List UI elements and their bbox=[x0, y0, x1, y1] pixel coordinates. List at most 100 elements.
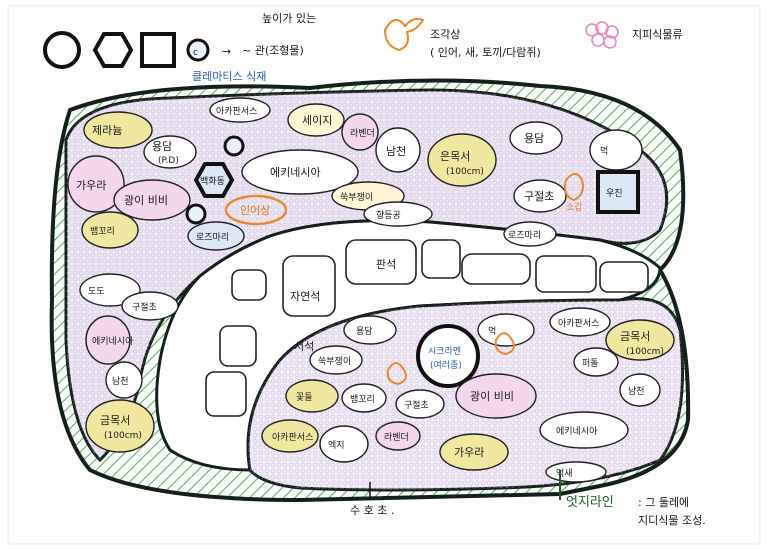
label-mugwort-lower: 쑥부쟁이 bbox=[318, 356, 351, 367]
circle-feature-icon bbox=[416, 324, 480, 388]
bird-sculpture-icon bbox=[494, 332, 515, 356]
plant-oval bbox=[477, 313, 535, 347]
label-ujin: 우진 bbox=[606, 188, 623, 199]
label-seoseok: 서석 bbox=[294, 340, 314, 353]
label-akaba-bottom: 아카판서스 bbox=[272, 432, 313, 443]
legend-height-note: 높이가 있는 bbox=[262, 12, 316, 25]
label-dodo: 도도 bbox=[88, 287, 105, 297]
footer-text-1: : 그 둘레에 bbox=[638, 496, 689, 509]
plant-oval bbox=[503, 221, 557, 247]
label-meok: 먹 bbox=[600, 146, 608, 157]
label-rosemary-left: 로즈마리 bbox=[196, 232, 229, 243]
bird-sculpture-icon bbox=[386, 362, 407, 386]
plant-oval bbox=[319, 425, 369, 463]
plant-oval bbox=[309, 345, 363, 375]
label-hyangdeung: 향등공 bbox=[376, 209, 401, 221]
plant-oval bbox=[549, 307, 611, 337]
label-nacheon-left: 남천 bbox=[112, 376, 129, 387]
plant-oval bbox=[83, 111, 153, 149]
clematis-symbol-letter: c bbox=[193, 48, 198, 58]
stepping-stone bbox=[231, 269, 267, 301]
plant-oval bbox=[513, 179, 567, 213]
label-geummokseo-lower: 금목서 bbox=[620, 330, 650, 343]
label-sogap: 소갑 bbox=[566, 201, 583, 213]
plant-oval bbox=[545, 461, 607, 483]
label-kodeul: 꽃들 bbox=[296, 392, 313, 403]
label-ginseng: 광이 비비 bbox=[124, 194, 168, 207]
label-sage: 세이지 bbox=[302, 114, 332, 127]
label-mugwort: 쑥부쟁이 bbox=[340, 192, 373, 203]
plant-oval bbox=[427, 133, 497, 187]
plant-oval bbox=[395, 389, 445, 419]
plant-oval bbox=[121, 291, 179, 321]
plant-oval bbox=[589, 129, 643, 171]
label-eokje: 엑지 bbox=[328, 439, 345, 451]
label-rosemary: 로즈마리 bbox=[508, 230, 541, 241]
plant-oval bbox=[105, 361, 143, 399]
label-padeu: 퍼돌 bbox=[582, 358, 599, 369]
stepping-stone bbox=[219, 325, 257, 367]
stepping-stone bbox=[205, 371, 247, 417]
plant-oval bbox=[573, 347, 619, 377]
groundcover-symbol-icon bbox=[585, 21, 619, 49]
label-eunmokseo-sub: (100cm) bbox=[446, 167, 484, 177]
label-ginseng-lower: 광이 비비 bbox=[470, 390, 514, 403]
plant-oval bbox=[375, 421, 421, 451]
legend-groundcover: 지피식물류 bbox=[632, 28, 683, 41]
plant-oval bbox=[287, 103, 345, 137]
square-shape-icon bbox=[140, 32, 176, 68]
legend-height-value: ~ 관(조형물) bbox=[242, 44, 304, 57]
plant-oval bbox=[619, 373, 661, 407]
plant-oval bbox=[209, 97, 271, 123]
footer-bottom-left: 수 호 초 . bbox=[350, 504, 394, 517]
footer-label: 엇지라인 bbox=[566, 495, 614, 510]
label-eucalyptus: 에키네시아 bbox=[270, 166, 321, 179]
label-yongdam: 용담 bbox=[152, 140, 172, 153]
stepping-stone bbox=[345, 239, 417, 285]
label-nacheon-lower: 남천 bbox=[628, 386, 645, 397]
bird-sculpture-icon bbox=[383, 17, 425, 52]
plant-oval bbox=[113, 179, 191, 221]
label-geum-sub-lower: (100cm) bbox=[626, 347, 664, 357]
label-yongdam-right: 용담 bbox=[524, 132, 544, 145]
plant-oval bbox=[363, 201, 433, 227]
plant-oval bbox=[539, 411, 629, 449]
square-feature-icon bbox=[596, 170, 640, 214]
label-mermaid: 인어상 bbox=[240, 204, 270, 217]
upper-bed-plants: 제라늄 가우라 아카판서스 용담 (P.D) 세이지 에키네시아 라벤더 남천 … bbox=[67, 97, 643, 453]
label-akaba-lower: 아카판서스 bbox=[558, 318, 599, 329]
label-ekri: 억새 bbox=[556, 467, 573, 479]
label-raven-lower: 라벤더 bbox=[384, 432, 409, 443]
circle-shape-icon bbox=[43, 31, 81, 69]
stepping-stone bbox=[599, 261, 649, 293]
stepping-stones: 판석 자연석 서석 bbox=[205, 239, 649, 417]
label-geum-sub-left: (100cm) bbox=[104, 431, 142, 441]
arrow-icon: → bbox=[222, 45, 231, 58]
label-nacheon: 남천 bbox=[386, 144, 406, 158]
lower-bed-plants: 용담 먹 아카판서스 금목서 (100cm) 시크라멘 (여러종) 쑥부쟁이 퍼… bbox=[261, 307, 675, 483]
label-baemgol-lower: 뱀꼬리 bbox=[350, 394, 375, 405]
plant-oval bbox=[261, 419, 319, 453]
label-sikura: 시크라멘 bbox=[428, 346, 461, 357]
plant-oval bbox=[509, 121, 563, 155]
plant-oval bbox=[605, 319, 675, 361]
legend: c → 높이가 있는 ~ 관(조형물) 클레마티스 식재 조각상 ( 인어, 새… bbox=[43, 12, 683, 83]
label-jeoraeul: 제라늄 bbox=[92, 124, 122, 137]
label-raven: 라벤더 bbox=[350, 128, 375, 139]
legend-sculpture-items: ( 인어, 새, 토끼/다람쥐) bbox=[430, 46, 541, 59]
label-gaura-lower: 가우라 bbox=[454, 446, 484, 459]
plant-oval bbox=[241, 149, 359, 195]
stepping-stone bbox=[461, 253, 531, 285]
label-yongdam-lower: 용담 bbox=[356, 325, 373, 337]
clematis-marker-icon bbox=[185, 203, 207, 225]
hexagon-feature-icon bbox=[193, 162, 235, 198]
label-geummokseo-left: 금목서 bbox=[100, 414, 130, 427]
stepping-stone bbox=[421, 239, 461, 279]
label-panseok: 판석 bbox=[376, 258, 396, 271]
plant-oval bbox=[341, 113, 379, 151]
label-akaba: 아카판서스 bbox=[216, 106, 257, 117]
legend-sculpture-title: 조각상 bbox=[430, 28, 460, 41]
label-yongdam-sub: (P.D) bbox=[158, 156, 179, 166]
label-gaura: 가우라 bbox=[76, 179, 106, 192]
plant-oval bbox=[79, 273, 141, 307]
